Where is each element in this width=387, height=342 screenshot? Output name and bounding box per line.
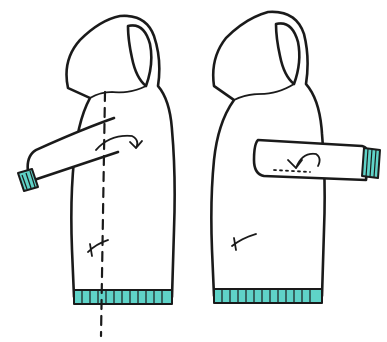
right-folded-arm	[254, 140, 368, 180]
right-hem-ribbing	[214, 289, 322, 303]
left-hem-ribbing	[74, 290, 172, 304]
right-arm-cuff	[362, 148, 380, 178]
right-hoodie	[211, 12, 380, 303]
left-hoodie	[18, 16, 175, 336]
